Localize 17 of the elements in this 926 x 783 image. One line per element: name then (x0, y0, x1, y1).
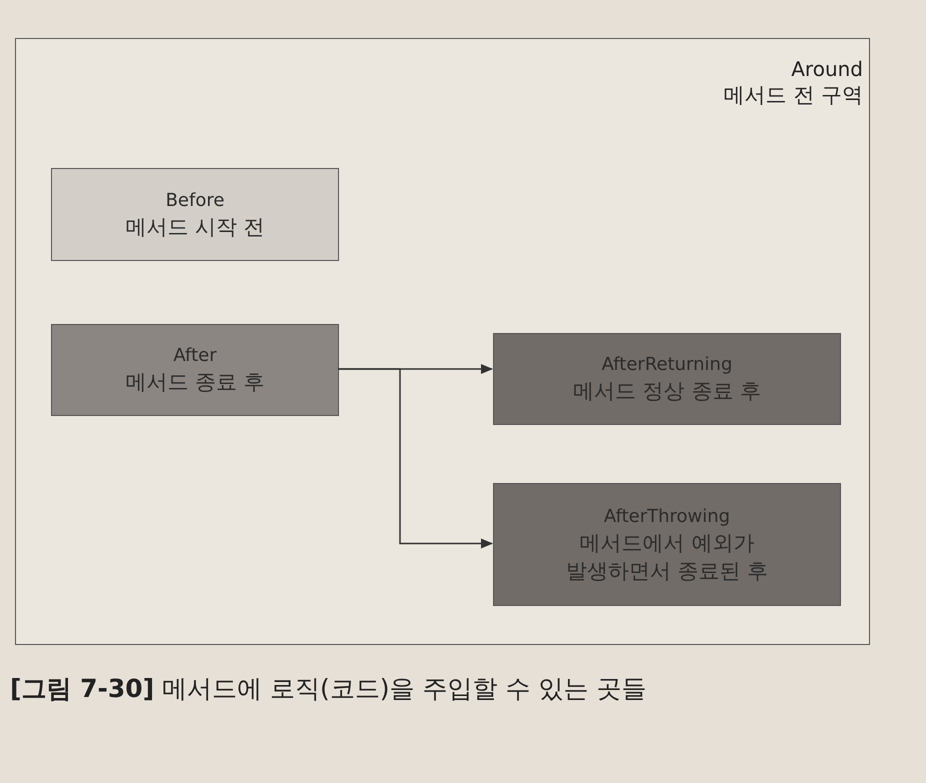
caption: [그림 7-30] 메서드에 로직(코드)을 주입할 수 있는 곳들 (10, 673, 646, 705)
node-description: 메서드 정상 종료 후 (572, 378, 762, 405)
region-box (15, 38, 870, 645)
arrow (338, 368, 493, 548)
process-box (493, 333, 841, 425)
node-description: 메서드에서 예외가 발생하면서 종료된 후 (564, 530, 770, 584)
node-title: AfterThrowing (604, 504, 730, 528)
node-description: 메서드 시작 전 (125, 214, 265, 240)
process-box (493, 483, 841, 606)
node-description: 메서드 종료 후 (125, 369, 265, 396)
node-title: Around (790, 57, 863, 81)
node-title: AfterReturning (602, 353, 732, 377)
process-box (51, 324, 339, 416)
process-box (51, 168, 339, 261)
node-description: 메서드 전 구역 (724, 82, 863, 109)
node-title: After (173, 344, 217, 368)
node-title: Before (166, 188, 224, 212)
